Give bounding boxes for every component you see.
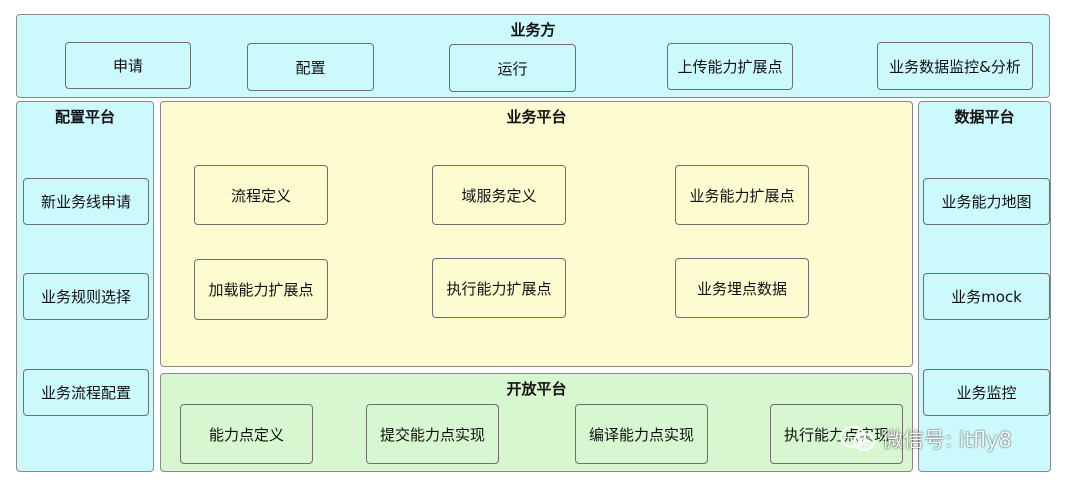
load-capability-extension-box[interactable]: 加载能力扩展点 [194, 259, 328, 320]
flow-definition-box[interactable]: 流程定义 [194, 165, 328, 225]
watermark-text: 微信号: itfly8 [882, 428, 1012, 452]
wechat-icon [839, 425, 876, 452]
configure-box[interactable]: 配置 [247, 43, 374, 91]
data-platform-title: 数据平台 [954, 108, 1015, 126]
upload-extension-box[interactable]: 上传能力扩展点 [667, 43, 793, 90]
apply-box[interactable]: 申请 [65, 42, 191, 89]
business-capability-extension-box[interactable]: 业务能力扩展点 [675, 165, 809, 225]
business-side-panel: 业务方 申请 配置 运行 上传能力扩展点 业务数据监控&分析 [16, 14, 1050, 98]
business-platform-title: 业务平台 [506, 108, 567, 126]
submit-capability-impl-box[interactable]: 提交能力点实现 [366, 404, 499, 464]
business-flow-config-box[interactable]: 业务流程配置 [23, 369, 149, 416]
data-platform-panel: 数据平台 业务能力地图 业务mock 业务监控 [918, 101, 1051, 472]
business-mock-box[interactable]: 业务mock [923, 273, 1050, 320]
business-tracking-data-box[interactable]: 业务埋点数据 [675, 258, 809, 318]
run-box[interactable]: 运行 [449, 44, 576, 92]
compile-capability-impl-box[interactable]: 编译能力点实现 [575, 404, 708, 464]
config-platform-title: 配置平台 [54, 108, 115, 126]
domain-service-definition-box[interactable]: 域服务定义 [432, 165, 566, 225]
config-platform-panel: 配置平台 新业务线申请 业务规则选择 业务流程配置 [16, 101, 154, 472]
capability-map-box[interactable]: 业务能力地图 [923, 178, 1050, 225]
new-business-line-box[interactable]: 新业务线申请 [23, 178, 149, 225]
open-platform-title: 开放平台 [506, 380, 567, 398]
business-rule-select-box[interactable]: 业务规则选择 [23, 273, 149, 320]
business-side-title: 业务方 [510, 21, 556, 39]
execute-capability-extension-box[interactable]: 执行能力扩展点 [432, 258, 566, 318]
business-data-monitor-box[interactable]: 业务数据监控&分析 [877, 42, 1033, 90]
business-platform-panel: 业务平台 流程定义 域服务定义 业务能力扩展点 加载能力扩展点 执行能力扩展点 … [160, 101, 913, 367]
watermark: 微信号: itfly8 [838, 424, 1012, 454]
open-platform-panel: 开放平台 能力点定义 提交能力点实现 编译能力点实现 执行能力点实现 [160, 373, 913, 472]
capability-point-definition-box[interactable]: 能力点定义 [180, 404, 313, 464]
business-monitor-box[interactable]: 业务监控 [923, 369, 1050, 416]
